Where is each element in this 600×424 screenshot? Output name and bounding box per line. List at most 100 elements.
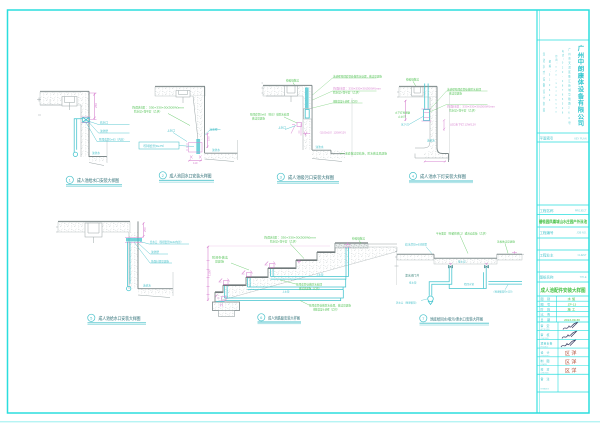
note-line: 防水层+找平层（乙供） xyxy=(134,110,162,114)
deck-slab xyxy=(39,90,90,110)
top-notes: 饰面材质：330×330×30(300W)mm 防水层+找平层（乙供） xyxy=(264,235,316,259)
caption: 4 成人池水下灯安装大样图 xyxy=(409,172,473,184)
cad-path xyxy=(89,122,130,134)
cad-path xyxy=(224,289,344,301)
cad-circle xyxy=(409,172,417,180)
detail-5: 250 给水口（预埋套管De32内丝） 泳池壁 饰面材质见建施 泳池水 5 成人… xyxy=(56,220,189,325)
caption-number: 7 xyxy=(422,316,425,321)
deck-slab xyxy=(397,85,438,98)
cad-path xyxy=(73,118,83,153)
sheet-content: 广州中朗康体设备有限公司 广州市天河区珠江新城华穗路263号 电话：020-38… xyxy=(0,9,600,423)
cad-group xyxy=(537,39,589,393)
cad-path xyxy=(448,268,487,289)
title-label: 图纸名称 xyxy=(540,274,555,279)
leader-label: 预埋套管De63（内丝） xyxy=(99,138,126,142)
cad-path xyxy=(427,300,434,306)
note-line: 伸缩缝做法 xyxy=(286,79,299,83)
note-line: 钢筋混凝土池壁（乙供） xyxy=(313,307,339,311)
cad-path xyxy=(420,298,428,301)
cad-rect xyxy=(423,109,430,121)
caption-text: 成人池回水口安装大样图 xyxy=(170,172,212,179)
attr-value: 2013-09-30 xyxy=(564,318,580,322)
cad-path xyxy=(408,116,424,125)
cad-rect xyxy=(303,108,313,120)
pool-floor xyxy=(137,272,174,298)
cad-path xyxy=(449,263,488,266)
note-line: 做法见建施 xyxy=(449,91,462,95)
pool-floor xyxy=(88,140,108,166)
caption: 1 成人池给水口安装大样图 xyxy=(65,175,122,187)
drain-pipes xyxy=(427,268,522,306)
dim-text: 250 xyxy=(94,103,98,108)
water-label: 泳池水 xyxy=(92,151,100,155)
cad-path xyxy=(428,268,453,296)
note-line: 做法见建施 xyxy=(252,117,265,121)
cad-path xyxy=(484,264,489,269)
pit-label: 排水沟 xyxy=(458,260,466,264)
step-fittings xyxy=(215,242,351,307)
note-line: 水下灯预埋罐 xyxy=(395,111,410,115)
cad-line xyxy=(358,240,362,244)
company-name: 广州中朗康体设备有限公司 xyxy=(577,44,584,127)
note-line: 防水层+找平层（乙供） xyxy=(270,239,298,243)
cad-rect xyxy=(296,122,302,127)
cad-path xyxy=(303,131,310,136)
cad-path xyxy=(413,87,421,94)
leader-label: 水下灯 xyxy=(401,123,409,127)
cad-path xyxy=(404,99,407,121)
cad-path xyxy=(290,123,302,136)
cad-path xyxy=(133,241,172,264)
remark-sublabel: REMARKS xyxy=(541,388,550,391)
water-label: 泳池水 xyxy=(212,148,220,152)
cad-rect xyxy=(81,92,89,157)
note-line: 止水环 xyxy=(398,114,407,118)
title-block: 广州中朗康体设备有限公司 广州市天河区珠江新城华穗路263号 电话：020-38… xyxy=(537,39,589,393)
detail-4: 伸缩缝做法 水下灯预埋罐 止水环 xyxy=(395,77,495,184)
key-plan-label: 平面索引 xyxy=(540,136,554,141)
signature-handwritten xyxy=(561,330,578,339)
step-treads xyxy=(215,242,368,294)
attr-value: 施工 xyxy=(568,307,577,312)
cad-path xyxy=(299,300,310,306)
cad-rect xyxy=(269,263,275,268)
cad-circle xyxy=(158,171,167,180)
cad-rect xyxy=(433,258,498,265)
cad-path xyxy=(241,270,253,275)
mid-notes: 预埋套管处做防水处理 做法见建施（乙供） xyxy=(279,279,322,291)
attr-value: 水施 xyxy=(568,296,577,301)
detail-6: 伸缩缝做法 xyxy=(206,235,399,325)
cad-rect xyxy=(138,289,173,295)
cad-path xyxy=(137,242,168,255)
left-notes: 预埋套管De63（内丝）做防水处理 做法见建施 xyxy=(250,113,298,124)
cad-path xyxy=(188,159,202,162)
note-line: 伸缩缝做法 xyxy=(352,236,365,240)
left-dimension: 水下灯预埋罐 止水环 水下灯 xyxy=(395,99,424,127)
signature-rows: 审 定 APPROVED 审 核 CHECKED 项目负责 PROJECT 设 … xyxy=(541,321,579,391)
cad-line xyxy=(178,145,195,147)
caption-number: 2 xyxy=(162,173,165,178)
project-rows: 工程名称 PROJECT 碧桂园凤凰城山水庄园户外泳池 工程编号 JOB NO.… xyxy=(539,208,587,294)
cad-path xyxy=(56,226,58,233)
pool-wall xyxy=(192,86,205,153)
company-contact-4: 邮编：510623 xyxy=(548,59,552,104)
cad-path xyxy=(178,90,188,95)
cad-rect xyxy=(89,156,107,163)
company-contact-5: 泳池水疗设备设计安装 xyxy=(542,50,545,114)
right-notes: 泳池壁预埋套管处做防水处理，做法见建施 饰面材质：330×330×30(300W… xyxy=(312,74,382,109)
boxed-label: （预埋套管De75） xyxy=(141,144,166,148)
attr-label: 图 号 xyxy=(541,301,552,306)
caption: 6 成人池跌级安装大样图 xyxy=(257,313,301,325)
sign-label: 审 核 xyxy=(541,332,551,337)
top-notes: 平台面层（预留检修口）或活动盖板（乙供） 盖板做法见建施 给水管De63预埋 xyxy=(405,231,515,254)
key-plan-sublabel: KEY PLAN xyxy=(574,137,586,140)
sign-label: 项目负责 xyxy=(541,341,553,346)
pipe-labels: 泄水阀门井 排水管 泄水口（预埋套管） 给回水管 （预埋套管De110） xyxy=(396,274,514,305)
cad-rect xyxy=(284,85,298,97)
border-frame xyxy=(0,9,600,423)
supply-pipe xyxy=(126,241,132,292)
cad-path xyxy=(289,243,305,259)
leader-label: 泳池壁 xyxy=(151,250,159,254)
spec-text: （1100±10）120W/12V xyxy=(318,131,346,135)
company-block: 广州中朗康体设备有限公司 广州市天河区珠江新城华穗路263号 电话：020-38… xyxy=(542,44,584,128)
cad-path xyxy=(189,155,202,159)
